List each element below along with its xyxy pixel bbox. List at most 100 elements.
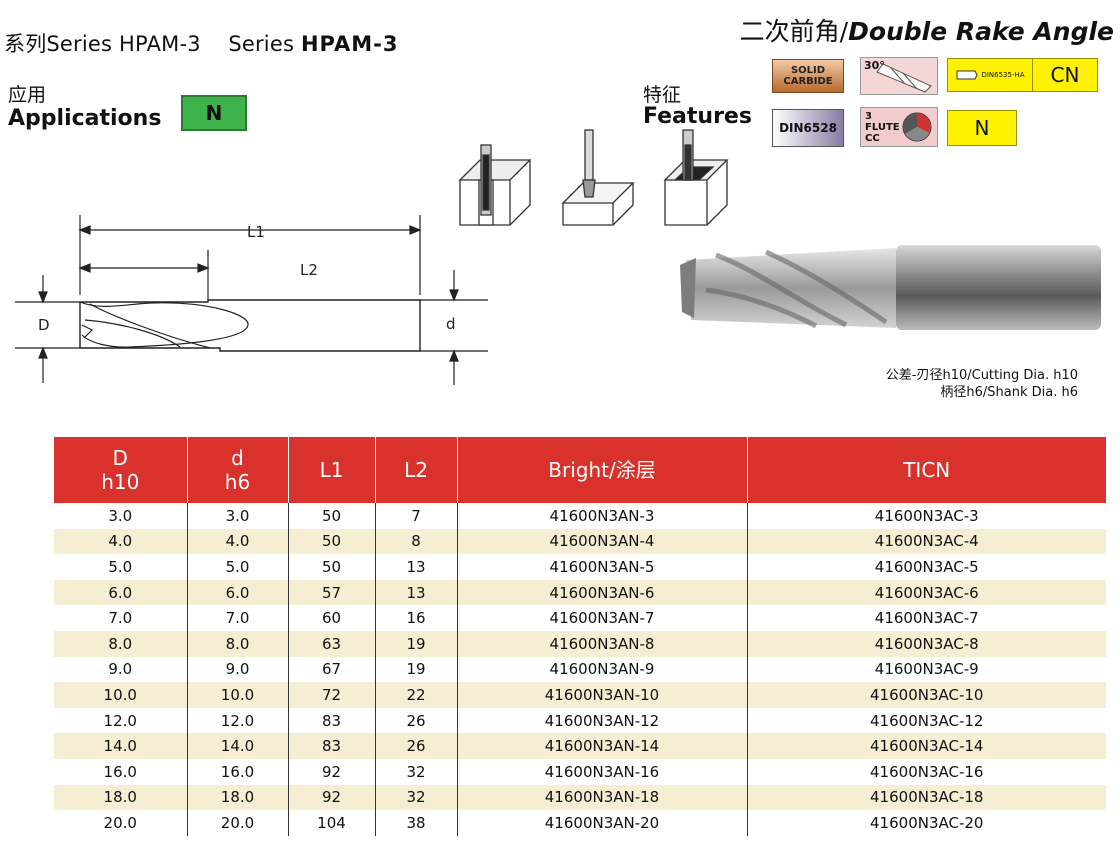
- l2-label: L2: [300, 261, 318, 279]
- table-cell: 41600N3AN-20: [457, 810, 748, 836]
- table-cell: 26: [375, 707, 458, 734]
- table-cell: 12.0: [54, 707, 188, 734]
- table-cell: 41600N3AN-16: [457, 758, 748, 785]
- series-title-cn: 系列Series HPAM-3: [4, 32, 201, 56]
- table-cell: 9.0: [54, 656, 188, 683]
- table-cell: 41600N3AN-14: [457, 733, 748, 759]
- table-cell: 57: [288, 579, 376, 606]
- table-cell: 10.0: [187, 682, 289, 708]
- solid-carbide-icon: SOLID CARBIDE: [772, 59, 844, 93]
- table-cell: 7: [375, 503, 458, 529]
- table-cell: 83: [288, 707, 376, 734]
- table-cell: 13: [375, 579, 458, 606]
- table-cell: 6.0: [54, 579, 188, 606]
- rake-angle-title: 二次前角/Double Rake Angle: [740, 12, 1114, 48]
- slotting-icon: [458, 144, 532, 226]
- tolerance-shank-dia: 柄径h6/Shank Dia. h6: [940, 385, 1078, 400]
- table-cell: 9.0: [187, 656, 289, 683]
- three-flute-label: 3 FLUTE CC: [865, 110, 900, 144]
- table-cell: 92: [288, 758, 376, 785]
- shank-outline-icon: [956, 70, 979, 80]
- table-cell: 3.0: [54, 503, 188, 529]
- table-cell: 50: [288, 503, 376, 529]
- table-cell: 41600N3AN-9: [457, 656, 748, 683]
- table-cell: 19: [375, 630, 458, 657]
- table-cell: 38: [375, 810, 458, 836]
- table-cell: 41600N3AC-12: [870, 711, 984, 730]
- table-cell: 16.0: [187, 758, 289, 785]
- table-cell: 41600N3AC-4: [747, 528, 1106, 555]
- material-badge-n: N: [947, 110, 1017, 146]
- table-cell: 32: [375, 758, 458, 785]
- table-cell: 83: [288, 733, 376, 759]
- table-cell: 14.0: [187, 733, 289, 759]
- table-cell: 4.0: [187, 528, 289, 555]
- series-title: 系列Series HPAM-3 Series HPAM-3: [4, 28, 399, 58]
- applications-label-en: Applications: [8, 106, 162, 131]
- l1-label: L1: [247, 223, 265, 241]
- table-cell: 20.0: [187, 810, 289, 836]
- table-cell: 22: [375, 682, 458, 708]
- col-header-ticn: TICN: [747, 437, 1106, 503]
- table-cell: 50: [288, 554, 376, 580]
- table-cell: 18.0: [54, 784, 188, 811]
- application-badge-n: N: [181, 95, 247, 131]
- table-cell: 41600N3AN-12: [457, 707, 748, 734]
- end-mill-photo: [680, 245, 1101, 330]
- ramping-icon: [561, 129, 635, 226]
- feature-pictograms: [458, 129, 729, 226]
- table-cell: 32: [375, 784, 458, 811]
- table-cell: 6.0: [187, 579, 289, 606]
- table-cell: 14.0: [54, 733, 188, 759]
- features-label-en: Features: [643, 104, 752, 129]
- table-cell: 41600N3AN-8: [457, 630, 748, 657]
- table-cell: 20.0: [54, 810, 188, 836]
- features-label-cn: 特征: [643, 84, 682, 106]
- table-cell: 5.0: [54, 554, 188, 580]
- table-cell: 3.0: [187, 503, 289, 529]
- table-cell: 8.0: [54, 630, 188, 657]
- din6528-badge: DIN6528: [772, 109, 844, 147]
- table-cell: 41600N3AC-3: [874, 506, 979, 525]
- table-cell: 13: [375, 554, 458, 580]
- table-cell: 5.0: [187, 554, 289, 580]
- table-cell: 41600N3AC-8: [747, 630, 1106, 657]
- series-title-en-prefix: Series: [228, 32, 295, 56]
- table-cell: 41600N3AC-20: [870, 813, 984, 832]
- table-cell: 41600N3AN-4: [457, 528, 748, 555]
- table-cell: 41600N3AN-3: [457, 503, 748, 529]
- table-cell: 92: [288, 784, 376, 811]
- din6535-shank-icon: DIN6535-HA: [947, 58, 1033, 92]
- table-cell: 50: [288, 528, 376, 555]
- table-cell: 41600N3AC-7: [874, 609, 979, 628]
- table-cell: 16.0: [54, 758, 188, 785]
- table-cell: 7.0: [187, 605, 289, 631]
- shank-diameter-label: d: [446, 315, 456, 333]
- rake-angle-title-en: Double Rake Angle: [848, 17, 1114, 46]
- series-title-en-code: HPAM-3: [300, 32, 399, 56]
- table-cell: 8: [375, 528, 458, 555]
- col-header-l2: L2: [375, 437, 458, 503]
- din6535-label: DIN6535-HA: [981, 71, 1025, 79]
- pocketing-icon: [663, 129, 729, 226]
- table-cell: 41600N3AC-18: [747, 784, 1106, 811]
- table-cell: 16: [375, 605, 458, 631]
- table-cell: 8.0: [187, 630, 289, 657]
- helix-drawing-icon: [876, 63, 932, 93]
- table-cell: 10.0: [54, 682, 188, 708]
- helix-angle-label: 30°: [864, 59, 885, 72]
- table-cell: 18.0: [187, 784, 289, 811]
